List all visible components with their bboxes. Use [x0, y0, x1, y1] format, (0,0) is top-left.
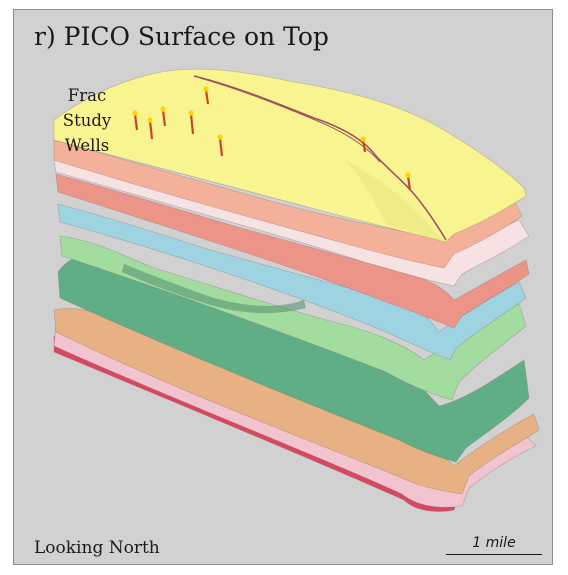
- well: [188, 110, 195, 135]
- frac-study-wells: [132, 86, 412, 191]
- well: [160, 106, 167, 127]
- well: [132, 110, 139, 131]
- stratigraphic-3d-model: [53, 68, 540, 512]
- top-surface-shading: [344, 160, 446, 242]
- figure-title: r) PICO Surface on Top: [34, 22, 329, 51]
- layer-stack: [53, 139, 540, 512]
- well: [203, 86, 210, 105]
- well: [405, 172, 412, 191]
- layer-peach: [53, 139, 523, 269]
- scale-bar: 1 mile: [446, 535, 542, 555]
- wells-label-line: Study: [62, 111, 112, 130]
- well: [360, 136, 367, 153]
- fault-line: [193, 75, 447, 241]
- wells-label-line: Wells: [64, 136, 110, 155]
- frac-study-wells-label: Frac Study Wells: [52, 83, 122, 158]
- figure-panel: r) PICO Surface on Top: [13, 9, 553, 565]
- wells-label-line: Frac: [67, 86, 107, 105]
- scale-bar-line: [446, 554, 542, 555]
- well: [147, 117, 154, 140]
- scale-label: 1 mile: [472, 535, 516, 551]
- view-direction-label: Looking North: [34, 538, 160, 558]
- fault-scarp: [122, 264, 306, 314]
- layer-salmon: [55, 173, 530, 329]
- well: [217, 134, 224, 157]
